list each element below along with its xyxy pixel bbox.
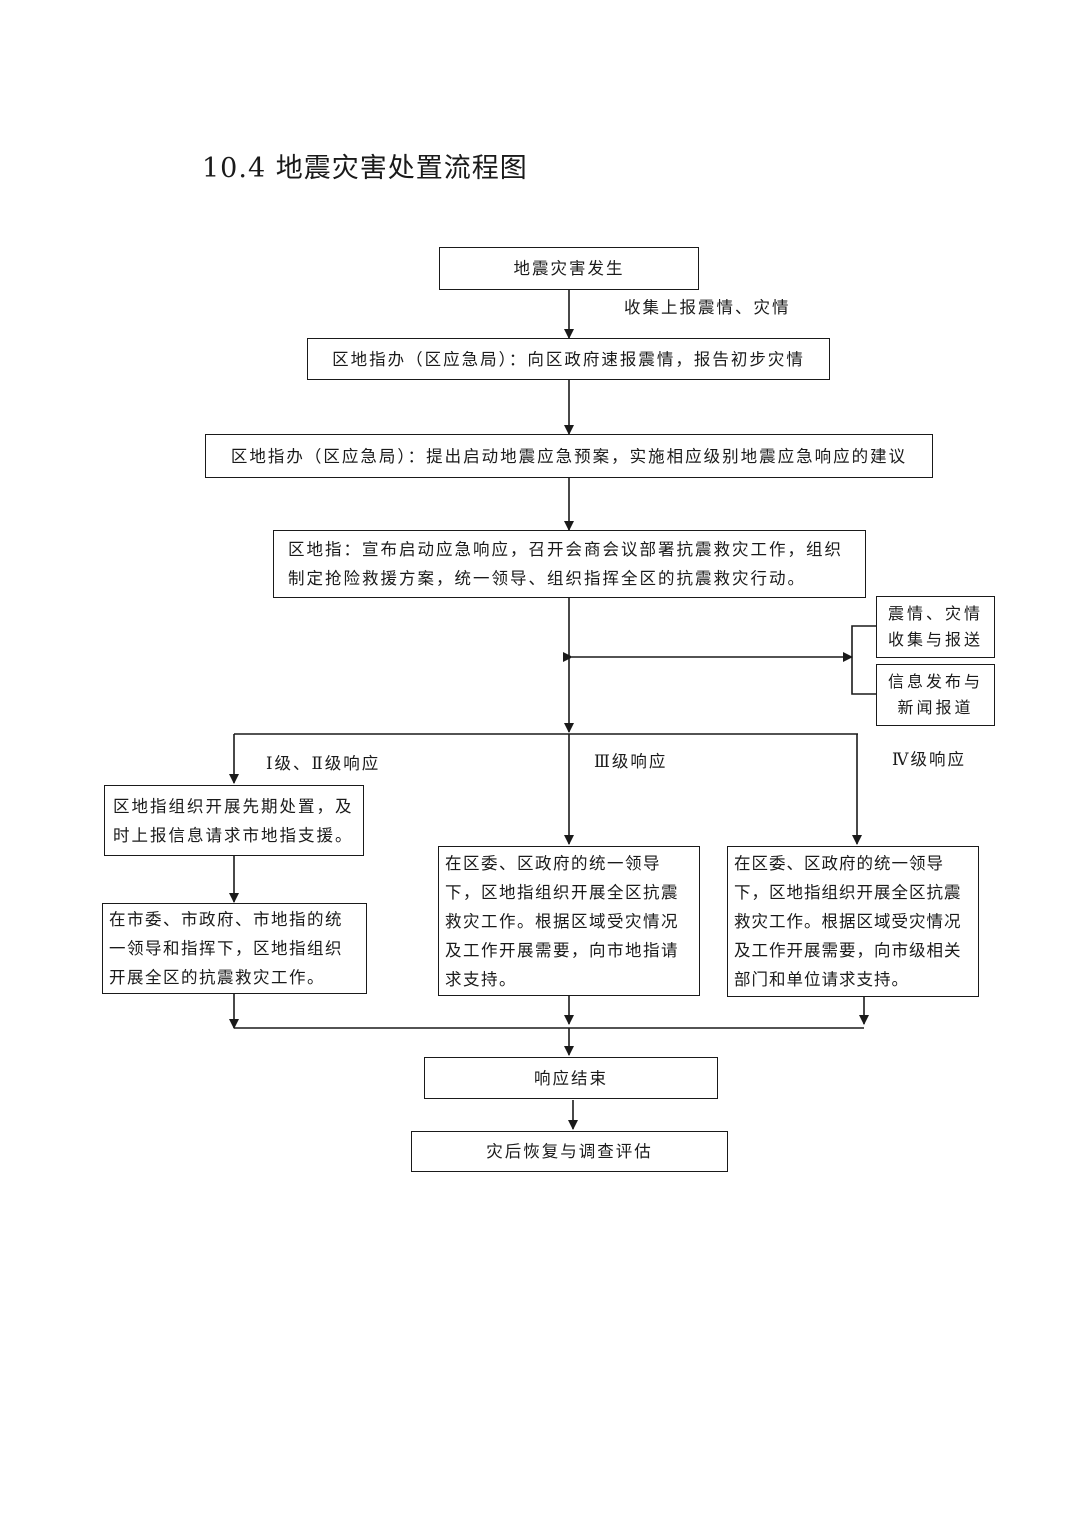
node-side-publish: 信息发布与新闻报道: [876, 664, 995, 726]
node-level4: 在区委、区政府的统一领导下，区地指组织开展全区抗震救灾工作。根据区域受灾情况及工…: [727, 846, 979, 997]
node-level12-first: 区地指组织开展先期处置，及时上报信息请求市地指支援。: [104, 785, 364, 856]
edge-label-level12: Ⅰ级、Ⅱ级响应: [266, 754, 381, 773]
node-report: 区地指办（区应急局）：向区政府速报震情，报告初步灾情: [307, 338, 830, 380]
node-level12-second: 在市委、市政府、市地指的统一领导和指挥下，区地指组织开展全区的抗震救灾工作。: [102, 903, 367, 994]
edge-label-level3: Ⅲ级响应: [594, 752, 668, 771]
edge-label-level4: Ⅳ级响应: [892, 750, 966, 769]
node-side-collect: 震情、灾情收集与报送: [876, 596, 995, 658]
node-propose: 区地指办（区应急局）：提出启动地震应急预案，实施相应级别地震应急响应的建议: [205, 434, 933, 478]
node-end: 响应结束: [424, 1057, 718, 1099]
edge-label-collect: 收集上报震情、灾情: [624, 298, 791, 317]
node-recovery: 灾后恢复与调查评估: [411, 1131, 728, 1172]
page-title: 10.4 地震灾害处置流程图: [202, 153, 528, 184]
node-command: 区地指：宣布启动应急响应，召开会商会议部署抗震救灾工作，组织制定抢险救援方案，统…: [273, 530, 866, 598]
side-bracket: [851, 625, 876, 695]
node-level3: 在区委、区政府的统一领导下，区地指组织开展全区抗震救灾工作。根据区域受灾情况及工…: [438, 846, 700, 996]
node-start: 地震灾害发生: [439, 247, 699, 290]
